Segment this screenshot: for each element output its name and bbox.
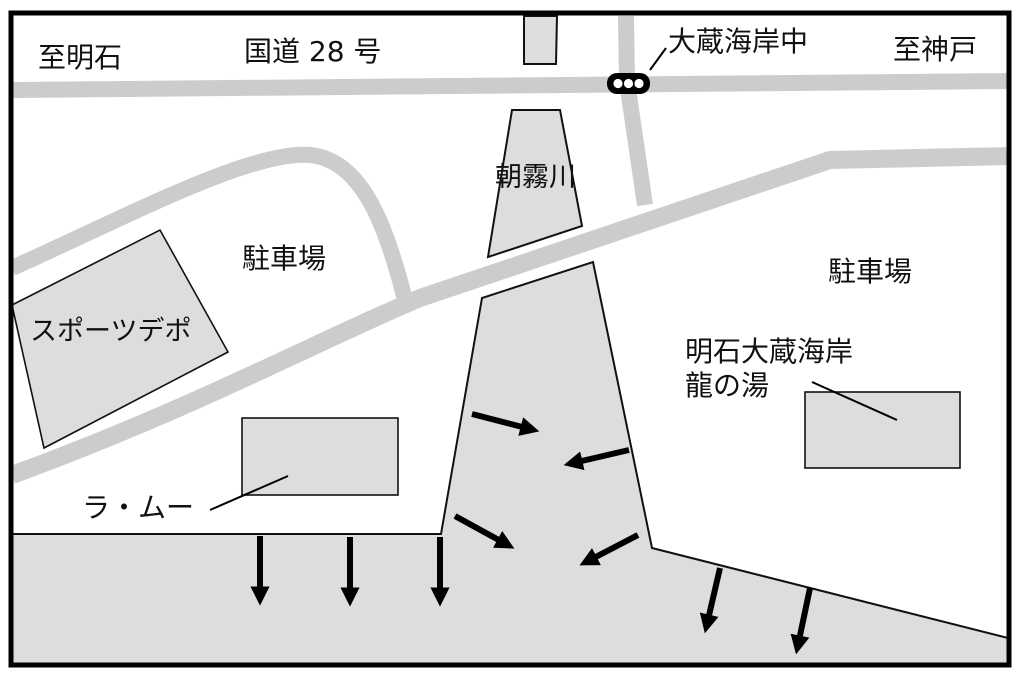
traffic-signal-icon [607, 73, 650, 94]
coastal-road [8, 147, 1011, 484]
label-parking-left: 駐車場 [242, 242, 327, 275]
ra-mu-leader-line [209, 475, 289, 511]
signal-leader-line [649, 47, 667, 71]
roads [8, 15, 1011, 484]
asagiri-river [486, 109, 584, 259]
label-asagiri-river: 朝霧川 [495, 162, 576, 193]
flow-arrows [250, 411, 813, 655]
ryu-no-yu-building [804, 391, 961, 469]
route-28-road [11, 73, 1011, 98]
label-route-28: 国道 28 号 [244, 35, 382, 68]
ryu-no-yu-leader-line [811, 381, 898, 421]
label-to-akashi: 至明石 [38, 41, 123, 74]
ra-mu-building [241, 417, 399, 496]
arrow-icon [579, 532, 640, 566]
arrow-icon [471, 411, 540, 436]
asagiri-river-upper [523, 15, 559, 65]
parking-loop-road [8, 146, 413, 302]
arrow-icon [453, 513, 515, 549]
arrow-icon [790, 587, 813, 655]
label-sports-depot: スポーツデポ [30, 316, 192, 347]
arrow-icon [563, 447, 630, 471]
sports-depot-building [11, 228, 230, 450]
label-ryu-no-yu-line1: 明石大蔵海岸 [685, 335, 854, 368]
label-okura-kaigan-naka: 大蔵海岸中 [668, 25, 809, 58]
map-frame [8, 10, 1012, 668]
label-ra-mu: ラ・ムー [82, 491, 195, 524]
label-to-kobe: 至神戸 [893, 33, 978, 66]
label-ryu-no-yu-line2: 龍の湯 [685, 369, 770, 402]
arrow-icon [699, 567, 723, 634]
label-parking-right: 駐車場 [828, 255, 913, 288]
